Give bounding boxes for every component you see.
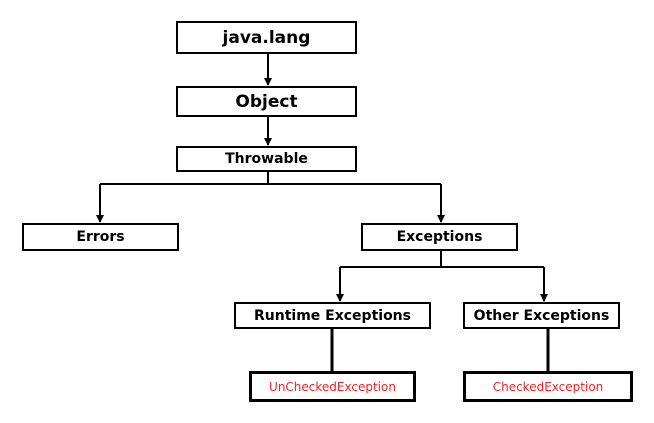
node-other-exceptions: Other Exceptions xyxy=(463,302,620,329)
node-other-exceptions-label: Other Exceptions xyxy=(473,307,610,324)
node-exceptions-label: Exceptions xyxy=(396,229,483,245)
node-runtime-exceptions: Runtime Exceptions xyxy=(234,302,431,329)
node-throwable-label: Throwable xyxy=(225,151,308,167)
node-runtime-exceptions-label: Runtime Exceptions xyxy=(254,307,411,324)
node-checked-exception: CheckedException xyxy=(463,371,633,402)
node-unchecked-exception: UnCheckedException xyxy=(249,371,416,402)
node-checked-exception-label: CheckedException xyxy=(492,379,604,394)
node-unchecked-exception-label: UnCheckedException xyxy=(269,379,396,394)
node-object-label: Object xyxy=(235,91,298,112)
node-exceptions: Exceptions xyxy=(361,223,518,251)
node-errors-label: Errors xyxy=(76,229,125,245)
node-errors: Errors xyxy=(22,223,179,251)
node-throwable: Throwable xyxy=(176,146,357,172)
node-java-lang: java.lang xyxy=(176,21,357,54)
node-java-lang-label: java.lang xyxy=(222,27,311,48)
node-object: Object xyxy=(176,86,357,117)
